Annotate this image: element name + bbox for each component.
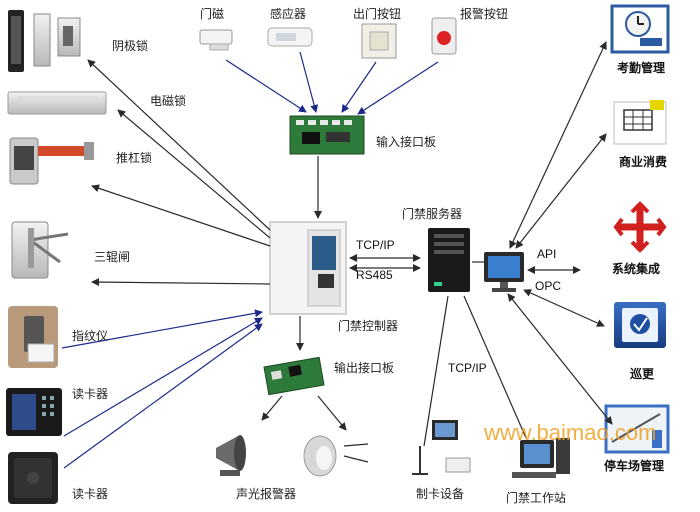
label-rs485: RS485 [356,268,393,282]
label-card-reader-2: 读卡器 [72,487,108,501]
arrow-from-fingerprint [61,309,263,349]
connection-lines [61,41,613,469]
label-attendance: 考勤管理 [617,60,665,75]
label-server: 门禁服务器 [402,206,462,221]
label-push-lock: 推杠锁 [116,150,152,165]
door-sensor-device [199,29,233,51]
label-tcpip-1: TCP/IP [356,238,395,252]
label-output-board: 输出接口板 [334,360,394,375]
label-cathode-lock: 阴极锁 [112,38,148,53]
arrow-from-exit-button [341,61,377,113]
label-sound-light-alarm: 声光报警器 [236,486,296,501]
label-door-sensor: 门磁 [200,6,224,21]
strobe-ray-1 [343,443,369,447]
label-controller: 门禁控制器 [338,318,398,333]
access-server [428,228,470,292]
label-card-reader-1: 读卡器 [72,387,108,401]
attendance-panel [610,4,670,54]
em-lock-device [7,91,107,115]
arrow-to-tripod [91,278,271,287]
label-fingerprint: 指纹仪 [72,328,108,343]
arrow-to-strobe [317,395,347,431]
label-opc: OPC [535,279,561,293]
arrow-monitor-attendance [509,41,607,249]
fingerprint-device [8,306,58,368]
arrow-from-card-reader-1 [63,317,263,437]
label-card-device: 制卡设备 [416,487,464,501]
label-sensor: 感应器 [270,6,306,21]
cathode-lock-device [8,10,81,72]
integration-panel [612,200,668,254]
arrow-from-card-reader-2 [63,323,263,469]
consumption-panel [613,100,667,145]
arrow-from-door-sensor [225,59,307,113]
push-bar-lock-device [9,137,94,185]
arrow-to-push-lock [91,184,271,247]
arrow-to-cathode-lock [87,59,271,231]
card-reader-device-2 [8,452,58,504]
arrow-from-sensor [299,51,319,113]
label-patrol: 巡更 [630,366,655,381]
card-reader-device-1 [6,388,62,436]
watermark-text: www.baimao.com [483,420,656,445]
patrol-panel [614,302,666,348]
label-tcpip-2: TCP/IP [448,361,487,375]
motion-sensor-device [267,27,313,47]
label-input-board: 输入接口板 [376,134,436,149]
alarm-button-device [431,17,457,55]
strobe-ray-2 [343,455,369,463]
label-integration: 系统集成 [612,261,660,276]
arrow-to-siren [261,395,283,421]
parking-panel [604,404,670,454]
arrow-monitor-patrol [523,289,605,327]
management-monitor [484,252,524,292]
label-tripod: 三辊闸 [94,250,130,264]
arrow-from-alarm-button [357,61,439,115]
arrow-monitor-parking [507,293,613,425]
arrow-monitor-consumption [515,133,607,249]
arrow-to-em-lock [117,109,271,239]
access-workstation [512,438,570,478]
label-workstation: 门禁工作站 [506,490,566,505]
label-em-lock: 电磁锁 [150,93,186,108]
label-consumption: 商业消费 [619,154,667,169]
access-controller-box [269,221,347,315]
siren-device [216,435,246,476]
label-alarm-button: 报警按钮 [460,6,508,21]
tripod-turnstile-device [11,221,69,279]
card-issuing-device [412,420,471,475]
exit-button-device [361,23,397,59]
label-parking: 停车场管理 [604,458,664,473]
output-interface-board [263,356,325,396]
line-server-to-card-device [423,295,449,447]
label-exit-button: 出门按钮 [353,6,401,21]
label-api: API [537,247,556,261]
strobe-light-device [303,435,337,477]
input-interface-board [289,115,365,155]
